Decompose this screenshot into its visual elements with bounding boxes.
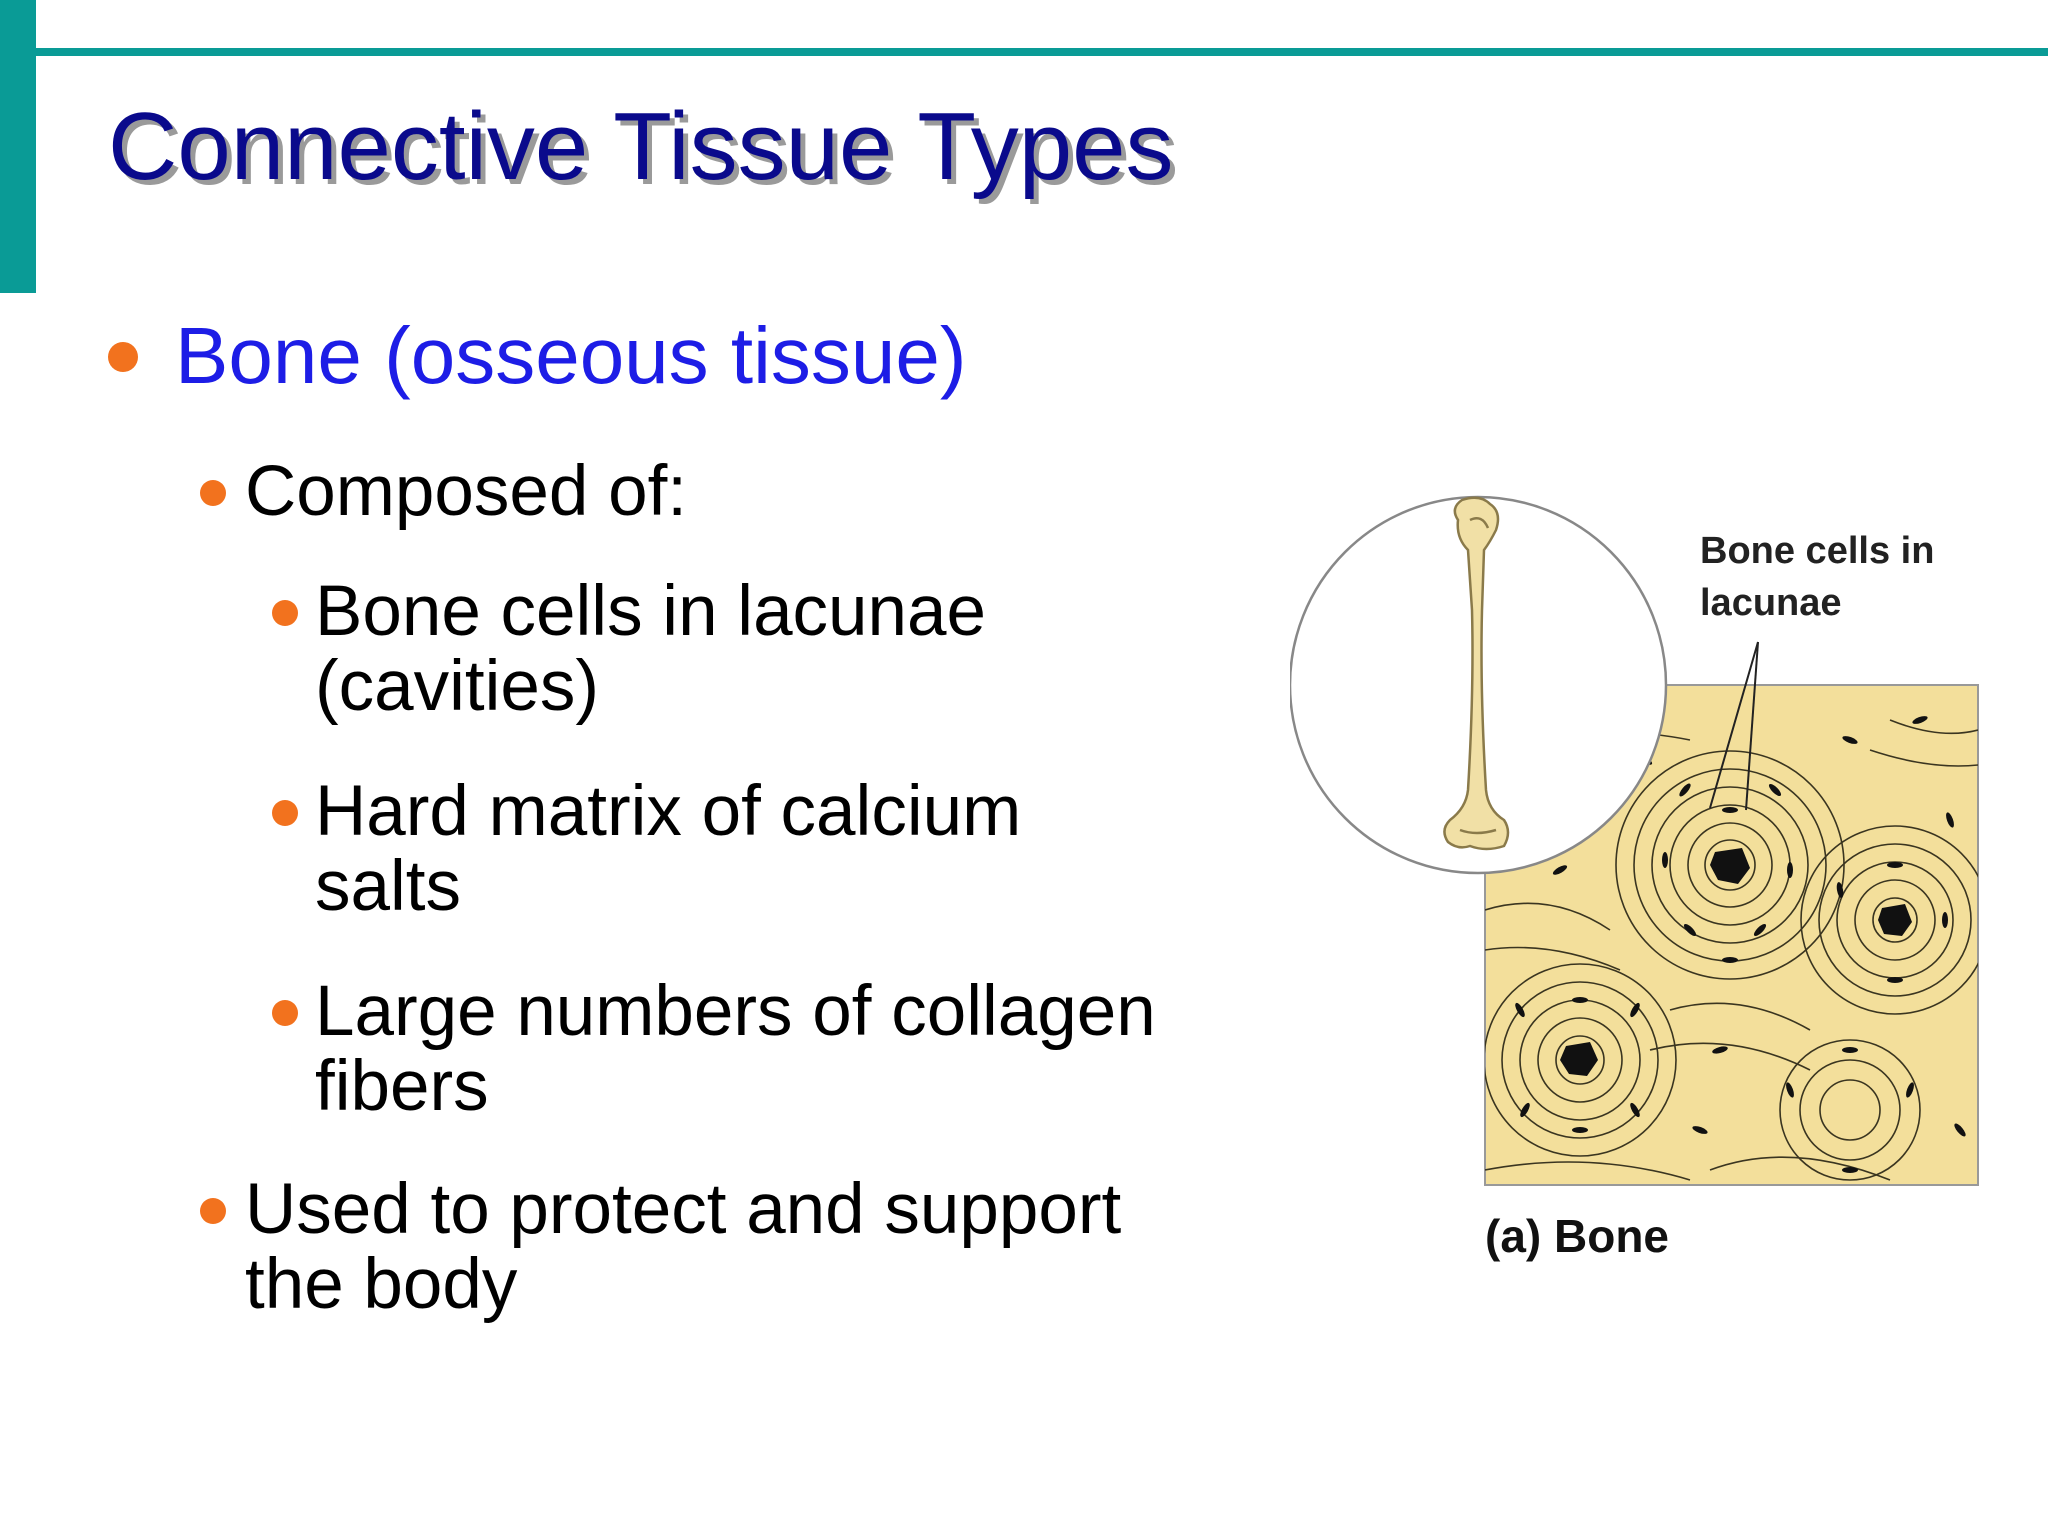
bullet-used-line2: the body [245, 1245, 518, 1324]
bullet-dot-icon [200, 480, 226, 506]
bullet-bone: Bone (osseous tissue) [175, 311, 967, 400]
figure-label-bone-cells: Bone cells in lacunae [1700, 525, 1934, 629]
femur-bone-icon [1443, 496, 1510, 851]
central-canals [1560, 848, 1912, 1076]
bullet-composed: Composed of: [245, 452, 688, 531]
figure-caption: (a) Bone [1485, 1210, 1669, 1262]
bullet-collagen-line1: Large numbers of collagen [315, 972, 1156, 1051]
bullet-bone-cells-line1: Bone cells in lacunae [315, 572, 986, 651]
bullet-dot-icon [200, 1198, 226, 1224]
slide-title: Connective Tissue Types [108, 93, 1174, 200]
bullet-hard-matrix-line2: salts [315, 847, 461, 926]
bullet-collagen-line2: fibers [315, 1047, 489, 1126]
bone-tissue-illustration [1290, 495, 1979, 1186]
bullet-used-line1: Used to protect and support [245, 1170, 1122, 1249]
tissue-pattern [1485, 719, 1978, 1181]
bullet-dot-icon [272, 600, 298, 626]
label-pointer-line [1745, 641, 1759, 811]
bullet-dot-icon [272, 1000, 298, 1026]
bullet-hard-matrix-line1: Hard matrix of calcium [315, 772, 1022, 851]
bullet-dot-icon [108, 342, 138, 372]
bullet-bone-cells-line2: (cavities) [315, 647, 600, 726]
figure-label-line2: lacunae [1700, 582, 1842, 624]
bullet-dot-icon [272, 800, 298, 826]
figure-label-line1: Bone cells in [1700, 530, 1935, 572]
accent-side-bar [0, 0, 36, 293]
label-pointer-line [1709, 641, 1759, 809]
accent-top-rule [36, 48, 2048, 56]
